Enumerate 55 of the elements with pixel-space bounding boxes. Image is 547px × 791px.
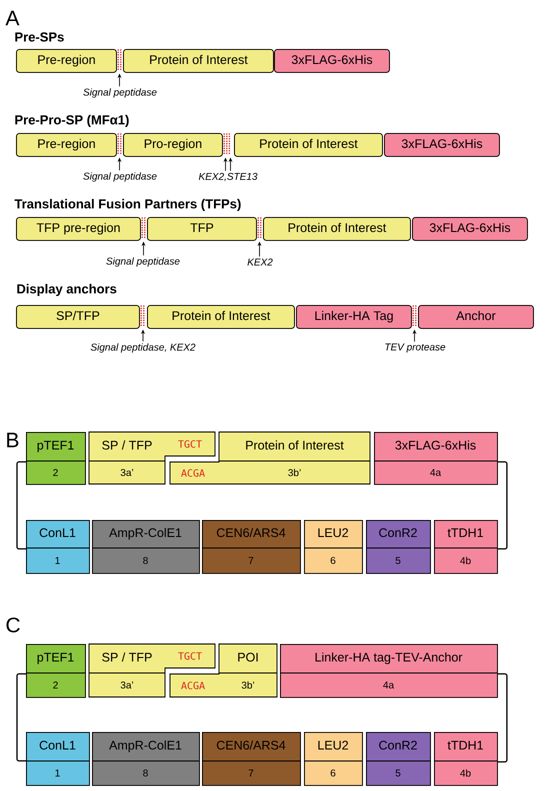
domain-box: SP/TFP	[16, 305, 140, 329]
section-heading: Pre-Pro-SP (MFα1)	[15, 114, 129, 128]
cleavage-label: KEX2,STE13	[198, 172, 258, 182]
part-box: CEN6/ARS4 7	[202, 520, 301, 574]
domain-box: Pro-region	[123, 133, 223, 157]
part-box: ConL1 1	[26, 732, 90, 786]
backbone-line	[498, 461, 508, 550]
domain-box: TFP pre-region	[16, 217, 141, 241]
cleavage-label: Signal peptidase	[83, 88, 157, 98]
part-box: 3xFLAG-6xHis 4a	[374, 432, 498, 485]
cleavage-label: Signal peptidase, KEX2	[90, 343, 196, 353]
domain-box: Protein of Interest	[234, 133, 383, 157]
domain-box: 3xFLAG-6xHis	[384, 133, 500, 157]
domain-box: Linker-HA Tag	[296, 305, 412, 329]
domain-box: TFP	[147, 217, 257, 241]
cleavage-label: Signal peptidase	[83, 172, 157, 182]
domain-box: 3xFLAG-6xHis	[412, 217, 528, 241]
part-box: AmpR-ColE1 8	[92, 520, 200, 574]
cleavage-site	[223, 133, 230, 156]
part-box: LEU2 6	[304, 732, 363, 786]
cleavage-site	[117, 49, 122, 72]
part-box: pTEF1 2	[26, 432, 86, 485]
section-heading: Display anchors	[17, 284, 116, 296]
part-box: Linker-HA tag-TEV-Anchor 4a	[280, 644, 498, 698]
part-box: ConL1 1	[26, 520, 90, 574]
backbone-line	[498, 673, 508, 763]
cleavage-site	[117, 133, 122, 156]
domain-box: Protein of Interest	[123, 49, 274, 73]
part-box: ConR2 5	[366, 520, 431, 574]
domain-box: Anchor	[418, 305, 534, 329]
backbone-line	[16, 673, 26, 762]
domain-box: 3xFLAG-6xHis	[274, 49, 390, 73]
panel-letter: C	[6, 618, 20, 632]
part-box: tTDH1 4b	[434, 520, 498, 574]
domain-box: Protein of Interest	[147, 305, 295, 329]
panel-letter: B	[7, 432, 18, 448]
cleavage-site	[141, 217, 146, 240]
part-box: pTEF1 2	[26, 644, 86, 698]
part-box: CEN6/ARS4 7	[202, 732, 301, 786]
backbone-line	[16, 461, 26, 550]
cleavage-site	[257, 217, 262, 240]
section-heading: Translational Fusion Partners (TFPs)	[14, 198, 241, 212]
panel-letter: A	[6, 10, 20, 26]
part-box: ConR2 5	[366, 732, 431, 786]
part-box: AmpR-ColE1 8	[92, 732, 200, 786]
part-box: tTDH1 4b	[434, 732, 498, 786]
cleavage-site	[140, 305, 145, 328]
domain-box: Pre-region	[16, 133, 117, 157]
part-box: LEU2 6	[304, 520, 363, 574]
domain-box: Protein of Interest	[263, 217, 411, 241]
cleavage-label: KEX2	[248, 258, 273, 266]
cleavage-label: TEV protease	[385, 344, 446, 352]
cleavage-site	[412, 305, 417, 328]
cleavage-label: Signal peptidase	[106, 257, 180, 267]
domain-box: Pre-region	[16, 49, 117, 73]
